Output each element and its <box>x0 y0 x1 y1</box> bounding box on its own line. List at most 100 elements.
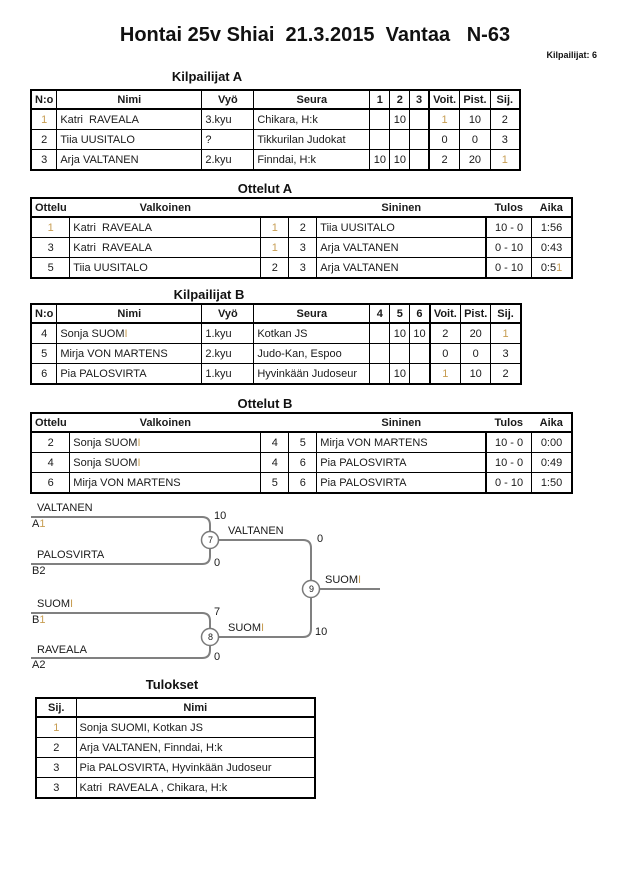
faint-glyph: 1 <box>501 153 508 166</box>
cell-match-5: 10 <box>389 363 411 385</box>
cell-match-2: 10 <box>389 149 411 171</box>
faint-glyph: I <box>358 574 362 586</box>
cell-nimi: Pia PALOSVIRTA, Hyvinkään Judoseur <box>75 757 316 778</box>
section-heading-kilpailijat-b: Kilpailijat B <box>173 287 245 302</box>
header-row: N:o Nimi Vyö Seura 4 5 6 Voit. Pist. Sij… <box>30 303 522 324</box>
col-header-ottelu: Ottelu <box>31 412 70 433</box>
bracket-winner-label: SUOMI <box>325 574 362 586</box>
bracket-entrant-code: A1 <box>32 518 46 530</box>
cell-sininen: Arja VALTANEN <box>316 257 487 279</box>
match-circle <box>200 627 220 647</box>
section-heading-ottelut-a: Ottelut A <box>237 181 293 196</box>
table-row: 2 Arja VALTANEN, Finndai, H:k <box>35 737 316 758</box>
col-header-5: 5 <box>389 303 411 324</box>
col-header-aika: Aika <box>531 412 572 433</box>
faint-glyph: 1 <box>47 221 54 234</box>
cell-no: 2 <box>30 129 58 150</box>
col-header-1: 1 <box>369 89 391 110</box>
col-header-sij: Sij. <box>489 89 521 110</box>
cell-sij: 3 <box>35 777 77 799</box>
header-row: Sij. Nimi <box>35 697 316 718</box>
bracket-line <box>31 612 211 628</box>
bracket-entrant-code: A2 <box>32 659 46 671</box>
table-row: 2 Tiia UUSITALO ? Tikkurilan Judokat 0 0… <box>30 129 521 150</box>
cell-sininen: Arja VALTANEN <box>316 237 487 258</box>
faint-glyph: 1 <box>39 518 46 530</box>
cell-sij: 2 <box>490 363 522 385</box>
bracket-line <box>219 539 312 580</box>
section-heading-ottelut-b: Ottelut B <box>237 396 293 411</box>
cell-blue-number: 6 <box>288 472 318 494</box>
ottelut-a-table: Ottelu Valkoinen Sininen Tulos Aika 1 Ka… <box>30 197 573 279</box>
col-header-no: N:o <box>30 89 58 110</box>
cell-vyo: 2.kyu <box>201 149 255 171</box>
cell-nimi: Arja VALTANEN <box>56 149 203 171</box>
faint-glyph: 1 <box>271 221 278 234</box>
table-row: 5 Mirja VON MARTENS 2.kyu Judo-Kan, Espo… <box>30 343 522 364</box>
bracket-entrant-name: PALOSVIRTA <box>37 549 105 561</box>
section-heading-kilpailijat-a: Kilpailijat A <box>171 69 243 84</box>
col-header-no: N:o <box>30 303 58 324</box>
kilpailijat-a-table: N:o Nimi Vyö Seura 1 2 3 Voit. Pist. Sij… <box>30 89 522 171</box>
cell-tulos: 0 - 10 <box>484 257 533 279</box>
col-header-sij: Sij. <box>490 303 522 324</box>
faint-glyph: 1 <box>556 261 563 274</box>
cell-seura: Hyvinkään Judoseur <box>253 363 371 385</box>
cell-aika: 0:49 <box>531 452 573 473</box>
col-header-valkoinen: Valkoinen <box>69 412 261 433</box>
cell-pist: 0 <box>459 129 491 150</box>
kilpailijat-b-table: N:o Nimi Vyö Seura 4 5 6 Voit. Pist. Sij… <box>30 303 522 385</box>
cell-pist: 20 <box>459 149 491 171</box>
cell-aika: 0:51 <box>531 257 573 279</box>
bracket-match-number: 9 <box>308 584 314 594</box>
cell-vyo: 3.kyu <box>201 108 255 130</box>
col-header-pist: Pist. <box>460 303 492 324</box>
cell-sij: 3 <box>490 343 522 364</box>
table-row: 4 Sonja SUOMI 4 6 Pia PALOSVIRTA 10 - 0 … <box>30 452 573 473</box>
bracket-entrant-name: RAVEALA <box>37 644 87 656</box>
bracket-entrant-name: VALTANEN <box>37 502 93 514</box>
match-circle <box>301 579 321 599</box>
bracket-entrant-code: B1 <box>32 614 46 626</box>
table-row: 4 Sonja SUOMI 1.kyu Kotkan JS 10 10 2 20… <box>30 322 522 344</box>
cell-nimi: Katri RAVEALA , Chikara, H:k <box>75 777 316 799</box>
table-row: 1 Katri RAVEALA 1 2 Tiia UUSITALO 10 - 0… <box>30 216 573 238</box>
cell-valkoinen: Katri RAVEALA <box>69 237 262 258</box>
cell-vyo: 2.kyu <box>201 343 255 364</box>
cell-aika: 0:43 <box>531 237 573 258</box>
cell-nimi: Pia PALOSVIRTA <box>56 363 203 385</box>
col-header-seura: Seura <box>253 89 371 110</box>
table-row: 3 Katri RAVEALA , Chikara, H:k <box>35 777 316 799</box>
bracket-winner-label: SUOMI <box>228 622 265 634</box>
cell-white-number: 1 <box>260 237 290 258</box>
col-header-vyo: Vyö <box>201 303 255 324</box>
cell-nimi: Arja VALTANEN, Finndai, H:k <box>75 737 316 758</box>
bracket-entrant-name: SUOMI <box>37 598 74 610</box>
faint-glyph: I <box>70 598 74 610</box>
cell-aika: 1:50 <box>531 472 573 494</box>
bracket-score: 0 <box>214 651 221 663</box>
cell-sij: 1 <box>489 149 521 171</box>
faint-glyph: I <box>124 327 128 340</box>
table-row: 3 Pia PALOSVIRTA, Hyvinkään Judoseur <box>35 757 316 778</box>
cell-valkoinen: Tiia UUSITALO <box>69 257 262 279</box>
faint-glyph: 1 <box>502 327 509 340</box>
cell-tulos: 0 - 10 <box>484 472 533 494</box>
cell-pist: 10 <box>460 363 492 385</box>
faint-glyph: I <box>137 456 141 469</box>
cell-pist: 0 <box>460 343 492 364</box>
cell-nimi: Mirja VON MARTENS <box>56 343 203 364</box>
cell-match-6: 10 <box>409 322 431 344</box>
match-circle <box>200 530 220 550</box>
table-row: 5 Tiia UUSITALO 2 3 Arja VALTANEN 0 - 10… <box>30 257 573 279</box>
cell-nimi: Tiia UUSITALO <box>56 129 203 150</box>
cell-sij: 2 <box>35 737 77 758</box>
cell-sij: 1 <box>35 716 77 738</box>
faint-glyph: 1 <box>442 367 449 380</box>
col-header-voit: Voit. <box>428 303 462 324</box>
cell-seura: Judo-Kan, Espoo <box>253 343 371 364</box>
col-header-pist: Pist. <box>459 89 491 110</box>
bracket-match-number: 7 <box>207 535 213 545</box>
cell-pist: 20 <box>460 322 492 344</box>
